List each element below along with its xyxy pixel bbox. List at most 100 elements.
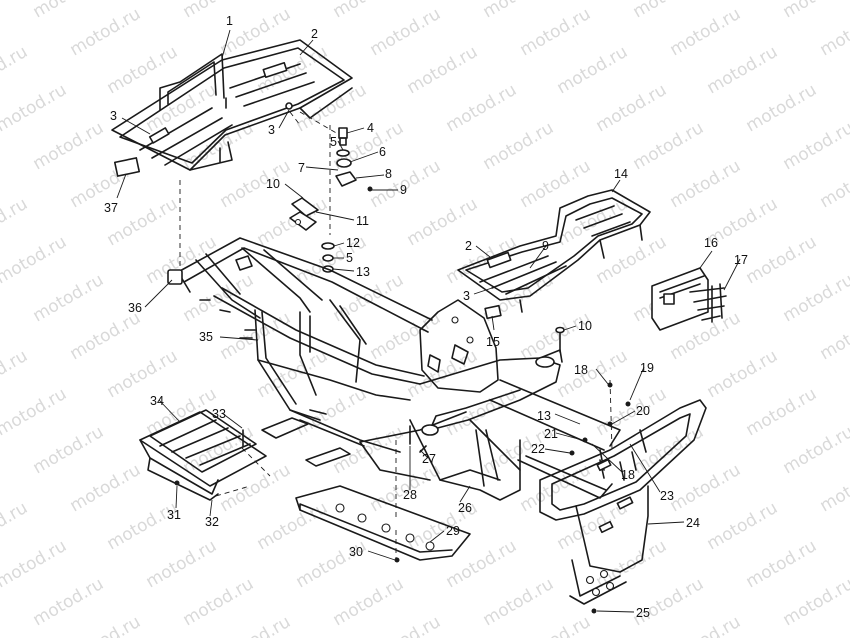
watermark-text: motod.ru [0,80,70,136]
label-part-8: 8 [385,167,392,181]
label-part-4: 4 [367,121,374,135]
watermark-text: motod.ru [517,308,595,364]
watermark-text: motod.ru [704,42,782,98]
watermark-text: motod.ru [630,574,708,630]
label-part-3: 3 [110,109,117,123]
watermark-text: motod.ru [367,612,445,638]
watermark-text: motod.ru [330,0,408,22]
label-part-13: 13 [356,265,370,279]
label-part-22: 22 [531,442,545,456]
watermark-text: motod.ru [30,0,108,22]
footrest [139,409,271,501]
watermark-text: motod.ru [593,384,671,440]
label-part-27: 27 [422,452,436,466]
label-part-23: 23 [660,489,674,503]
watermark-text: motod.ru [630,0,708,22]
watermark-text: motod.ru [593,232,671,288]
storage-box [651,267,727,331]
label-part-14: 14 [614,167,628,181]
watermark-text: motod.ru [0,384,70,440]
watermark-text: motod.ru [667,460,745,516]
watermark-text: motod.ru [517,4,595,60]
label-part-3: 3 [268,123,275,137]
watermark-text: motod.ru [67,4,145,60]
watermark-text: motod.ru [254,194,332,250]
watermark-text: motod.ru [104,346,182,402]
label-part-29: 29 [446,524,460,538]
watermark-text: motod.ru [217,460,295,516]
watermark-text: motod.ru [743,80,821,136]
watermark-text: motod.ru [67,612,145,638]
label-part-32: 32 [205,515,219,529]
watermark-text: motod.ru [180,574,258,630]
watermark-text: motod.ru [517,156,595,212]
label-part-34: 34 [150,394,164,408]
label-part-2: 2 [465,239,472,253]
label-part-18: 18 [574,363,588,377]
label-part-31: 31 [167,508,181,522]
watermark-text: motod.ru [704,498,782,554]
watermark-text: motod.ru [780,270,850,326]
rear-rack [111,39,353,270]
watermark-text: motod.ru [143,536,221,592]
label-part-20: 20 [636,404,650,418]
watermark-text: motod.ru [0,42,31,98]
label-part-16: 16 [704,236,718,250]
watermark-text: motod.ru [817,460,850,516]
watermark-text: motod.ru [817,4,850,60]
mounting-hardware [285,102,373,273]
watermark-text: motod.ru [0,498,31,554]
watermark-text: motod.ru [254,498,332,554]
watermark-text: motod.ru [293,80,371,136]
label-part-9: 9 [400,183,407,197]
watermark-text: motod.ru [667,156,745,212]
watermark-text: motod.ru [704,346,782,402]
label-part-3: 3 [463,289,470,303]
watermark-text: motod.ru [780,0,850,22]
label-part-11: 11 [356,214,369,228]
label-part-25: 25 [636,606,650,620]
watermark-text: motod.ru [480,0,558,22]
label-part-24: 24 [686,516,700,530]
front-frame [359,349,621,501]
watermark-text: motod.ru [104,498,182,554]
part-number-labels: 1 2 3 3 3 4 5 6 7 8 9 10 11 12 5 13 14 2… [104,14,748,620]
label-part-18: 18 [621,468,635,482]
label-part-35: 35 [199,330,213,344]
label-part-33: 33 [212,407,226,421]
label-part-5: 5 [330,135,337,149]
watermark-text: motod.ru [104,42,182,98]
watermark-text: motod.ru [0,346,31,402]
watermark-text: motod.ru [443,80,521,136]
watermark-text: motod.ru [667,612,745,638]
watermark-text: motod.ru [67,460,145,516]
label-part-15: 15 [486,335,500,349]
front-bumper [539,379,707,614]
watermark-text: motod.ru [143,80,221,136]
front-rack [457,189,651,320]
label-part-2: 2 [311,27,318,41]
watermark-text: motod.ru [554,42,632,98]
main-frame [167,237,433,467]
watermark-text: motod.ru [180,0,258,22]
watermark-text: motod.ru [667,4,745,60]
watermark-text: motod.ru [593,80,671,136]
watermark-text: motod.ru [817,156,850,212]
watermark-text: motod.ru [330,574,408,630]
watermark-text: motod.ru [743,536,821,592]
watermark-text: motod.ru [0,194,31,250]
watermark-text: motod.ru [780,118,850,174]
watermark-text: motod.ru [217,156,295,212]
watermark-text: motod.ru [817,308,850,364]
watermark-text: motod.ru [0,232,70,288]
leader-lines [116,29,741,613]
label-part-37: 37 [104,201,118,215]
watermark-text: motod.ru [630,118,708,174]
watermark-text: motod.ru [780,574,850,630]
label-part-7: 7 [298,161,305,175]
label-part-5: 5 [346,251,353,265]
label-part-28: 28 [403,488,417,502]
skid-plate [295,440,471,563]
